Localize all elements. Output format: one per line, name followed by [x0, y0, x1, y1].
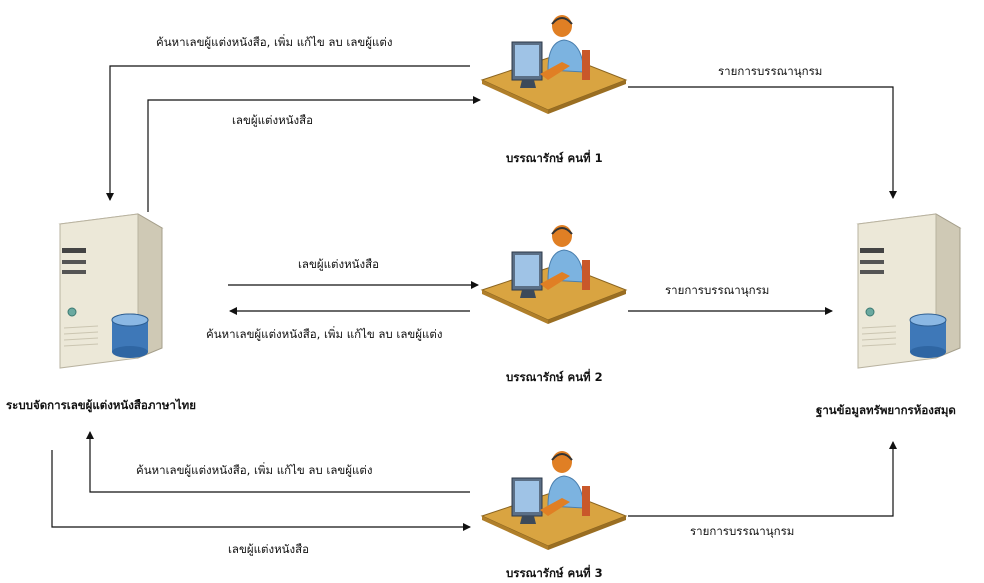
librarian-workstation-icon	[480, 451, 628, 550]
flow-catalog-1-label: รายการบรรณานุกรม	[718, 64, 823, 78]
librarian-2-workstation	[478, 224, 628, 328]
arrow-request-3	[86, 431, 470, 493]
arrow-catalog-3	[628, 441, 897, 517]
flow-response-2-label: เลขผู้แต่งหนังสือ	[298, 257, 380, 271]
flow-request-1-label: ค้นหาเลขผู้แต่งหนังสือ, เพิ่ม แก้ไข ลบ เ…	[156, 35, 393, 49]
arrow-response-3	[51, 450, 471, 531]
flow-request-3-label: ค้นหาเลขผู้แต่งหนังสือ, เพิ่ม แก้ไข ลบ เ…	[136, 463, 373, 477]
arrow-catalog-1	[628, 86, 897, 199]
librarian-3-label: บรรณารักษ์ คนที่ 3	[506, 566, 603, 580]
flow-response-3-label: เลขผู้แต่งหนังสือ	[228, 542, 310, 556]
system-server	[38, 208, 168, 382]
librarian-3-workstation	[478, 450, 628, 554]
database-server	[836, 208, 966, 382]
librarian-workstation-icon	[480, 225, 628, 324]
server-database-icon	[856, 213, 962, 369]
system-label: ระบบจัดการเลขผู้แต่งหนังสือภาษาไทย	[6, 398, 196, 412]
flow-request-2-label: ค้นหาเลขผู้แต่งหนังสือ, เพิ่ม แก้ไข ลบ เ…	[206, 327, 443, 341]
librarian-2-label: บรรณารักษ์ คนที่ 2	[506, 370, 603, 384]
flow-catalog-2-label: รายการบรรณานุกรม	[665, 283, 770, 297]
librarian-workstation-icon	[480, 15, 628, 114]
arrow-request-1	[106, 65, 470, 201]
arrow-response-1	[147, 96, 481, 212]
server-database-icon	[58, 213, 164, 369]
database-label: ฐานข้อมูลทรัพยากรห้องสมุด	[816, 403, 956, 417]
flow-response-1-label: เลขผู้แต่งหนังสือ	[232, 113, 314, 127]
librarian-1-label: บรรณารักษ์ คนที่ 1	[506, 151, 603, 165]
flow-catalog-3-label: รายการบรรณานุกรม	[690, 524, 795, 538]
librarian-1-workstation	[478, 14, 628, 118]
